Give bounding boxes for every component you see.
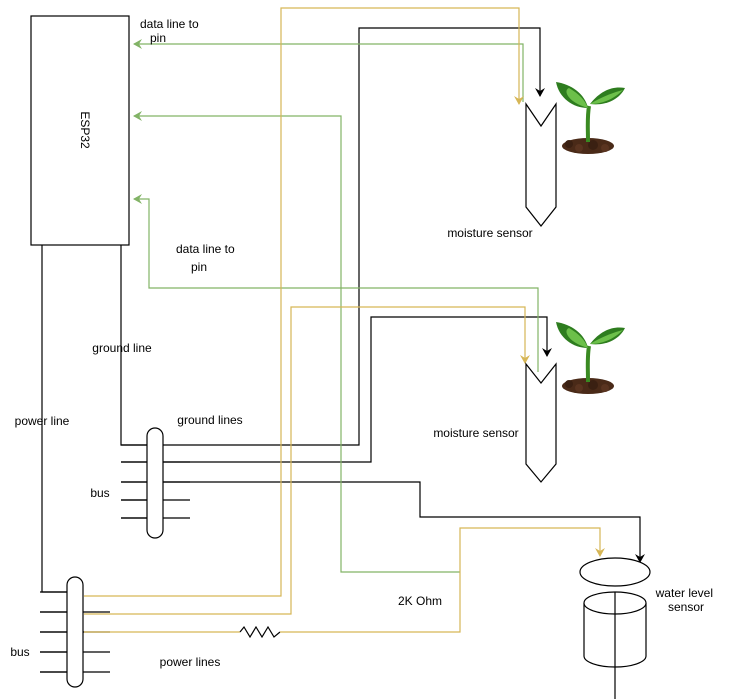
bus-label-upper: bus <box>90 486 109 500</box>
resistor-label: 2K Ohm <box>398 594 442 608</box>
moisture-sensor-label-2: moisture sensor <box>433 426 518 440</box>
power-wires <box>84 7 605 639</box>
power-line-label: power line <box>15 414 70 428</box>
power-wire-sensor-1 <box>84 7 524 597</box>
ground-line-label: ground line <box>92 341 152 355</box>
power-wire-sensor-2 <box>84 306 530 615</box>
bus-label-lower: bus <box>10 645 29 659</box>
data-line-label-1: data line to pin <box>140 17 202 45</box>
data-wire-sensor-1 <box>133 39 524 102</box>
data-wire-sensor-2 <box>133 194 539 372</box>
lower-bus <box>40 576 84 688</box>
data-line-label-2: data line to pin <box>176 242 238 274</box>
power-lines-label: power lines <box>160 655 221 669</box>
seedling-icon <box>556 82 625 154</box>
data-wires <box>133 39 539 573</box>
esp32-board: ESP32 <box>30 15 130 246</box>
ground-lines-label: ground lines <box>177 413 242 427</box>
moisture-sensor-label-1: moisture sensor <box>447 226 532 240</box>
ground-wire-sensor-2 <box>121 316 552 463</box>
esp32-label: ESP32 <box>78 111 92 149</box>
ground-wire-sensor-1 <box>161 27 545 446</box>
ground-wire-water-sensor <box>121 481 645 563</box>
resistor-symbol <box>239 625 281 639</box>
upper-bus <box>121 427 164 539</box>
water-level-sensor <box>579 557 651 699</box>
power-wire-water-sensor-b <box>280 527 605 633</box>
data-wire-water-sensor <box>133 111 460 573</box>
moisture-sensor-1-probe <box>525 102 557 227</box>
moisture-sensor-2-probe <box>525 362 557 483</box>
seedling-icon <box>556 322 625 394</box>
water-level-sensor-label: water level sensor <box>655 586 717 614</box>
